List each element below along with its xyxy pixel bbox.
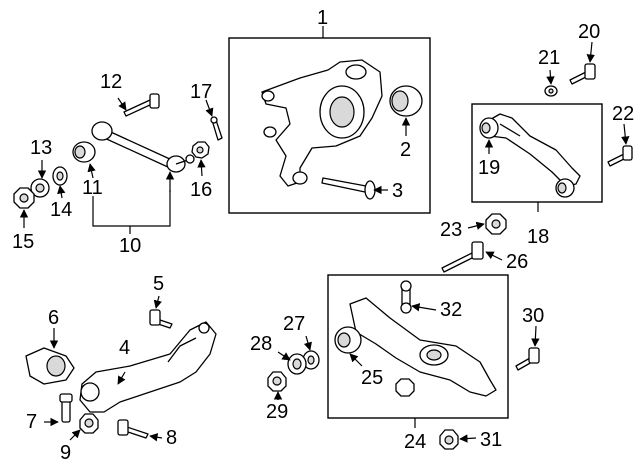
callout-25: 25	[361, 367, 383, 389]
bolt-5-part[interactable]	[149, 309, 173, 329]
bolt-30-part[interactable]	[515, 347, 540, 371]
nut-23-part[interactable]	[485, 213, 507, 235]
callout-17: 17	[190, 81, 212, 103]
bolt-26-part[interactable]	[441, 241, 484, 273]
callout-28: 28	[250, 333, 272, 355]
callout-3: 3	[392, 180, 403, 202]
nut-31-part[interactable]	[439, 429, 459, 450]
upper-arm-part[interactable]	[485, 113, 581, 187]
callout-31: 31	[480, 429, 502, 451]
upper-arm-assembly-box	[471, 103, 603, 203]
callout-18: 18	[527, 226, 549, 248]
callout-9: 9	[60, 442, 71, 464]
callout-5: 5	[153, 273, 164, 295]
callout-27: 27	[283, 313, 305, 335]
bolt-8-part[interactable]	[117, 419, 149, 439]
nut-16-part[interactable]	[191, 141, 210, 159]
stabilizer-link-32-part[interactable]	[400, 280, 412, 314]
washer-21-part[interactable]	[544, 85, 558, 97]
bolt-22-part[interactable]	[607, 145, 633, 167]
callout-labels: 1 2 3 4 5 6 7 8 9 10 11 12 13 14 15 16 1…	[12, 7, 634, 464]
callout-10: 10	[119, 235, 141, 257]
callout-2: 2	[400, 139, 411, 161]
bolt-20-part[interactable]	[569, 63, 596, 85]
callout-16: 16	[190, 179, 212, 201]
trailing-link-part[interactable]	[91, 121, 195, 173]
washer-27-part[interactable]	[302, 350, 320, 370]
callout-21: 21	[538, 47, 560, 69]
callout-30: 30	[522, 305, 544, 327]
callout-23: 23	[440, 219, 462, 241]
trailing-arm-part[interactable]	[79, 321, 217, 413]
callout-22: 22	[612, 103, 634, 125]
leader-lines	[19, 26, 630, 443]
callout-15: 15	[12, 231, 34, 253]
knuckle-bushing-part[interactable]	[389, 85, 423, 117]
callout-12: 12	[100, 71, 122, 93]
bushing-13-part[interactable]	[30, 178, 50, 198]
arm-bushing-19-part[interactable]	[479, 117, 499, 139]
nut-9-part[interactable]	[79, 413, 99, 434]
knuckle-assembly-box	[228, 37, 431, 214]
callout-7: 7	[26, 411, 37, 433]
callout-4: 4	[119, 337, 130, 359]
bushing-28-part[interactable]	[287, 353, 307, 375]
nut-29-part[interactable]	[267, 371, 287, 392]
lower-arm-part[interactable]	[349, 297, 497, 397]
knuckle-bolt-part[interactable]	[321, 177, 376, 200]
washer-14-part[interactable]	[52, 166, 68, 186]
link-bushing-11-part[interactable]	[72, 141, 96, 163]
nut-15-part[interactable]	[13, 187, 35, 209]
lower-arm-bushing-25-part[interactable]	[334, 326, 362, 354]
bolt-12-part[interactable]	[123, 93, 160, 117]
callout-24: 24	[404, 431, 426, 453]
callout-29: 29	[266, 401, 288, 423]
callout-13: 13	[30, 137, 52, 159]
lower-arm-assembly-box	[327, 274, 509, 419]
bolt-7-part[interactable]	[59, 393, 73, 423]
callout-11: 11	[82, 177, 103, 199]
callout-20: 20	[578, 21, 600, 43]
lower-arm-nut-part[interactable]	[395, 378, 415, 397]
callout-19: 19	[478, 157, 500, 179]
callout-14: 14	[50, 199, 72, 221]
arm-bushing-end-part[interactable]	[555, 178, 575, 198]
callout-32: 32	[440, 299, 462, 321]
bushing-6-part[interactable]	[25, 347, 75, 385]
callout-1: 1	[317, 7, 328, 29]
knuckle-part[interactable]	[261, 59, 383, 187]
callout-26: 26	[506, 251, 528, 273]
callout-8: 8	[166, 427, 177, 449]
cotter-pin-17-part[interactable]	[210, 116, 223, 141]
callout-6: 6	[48, 307, 59, 329]
